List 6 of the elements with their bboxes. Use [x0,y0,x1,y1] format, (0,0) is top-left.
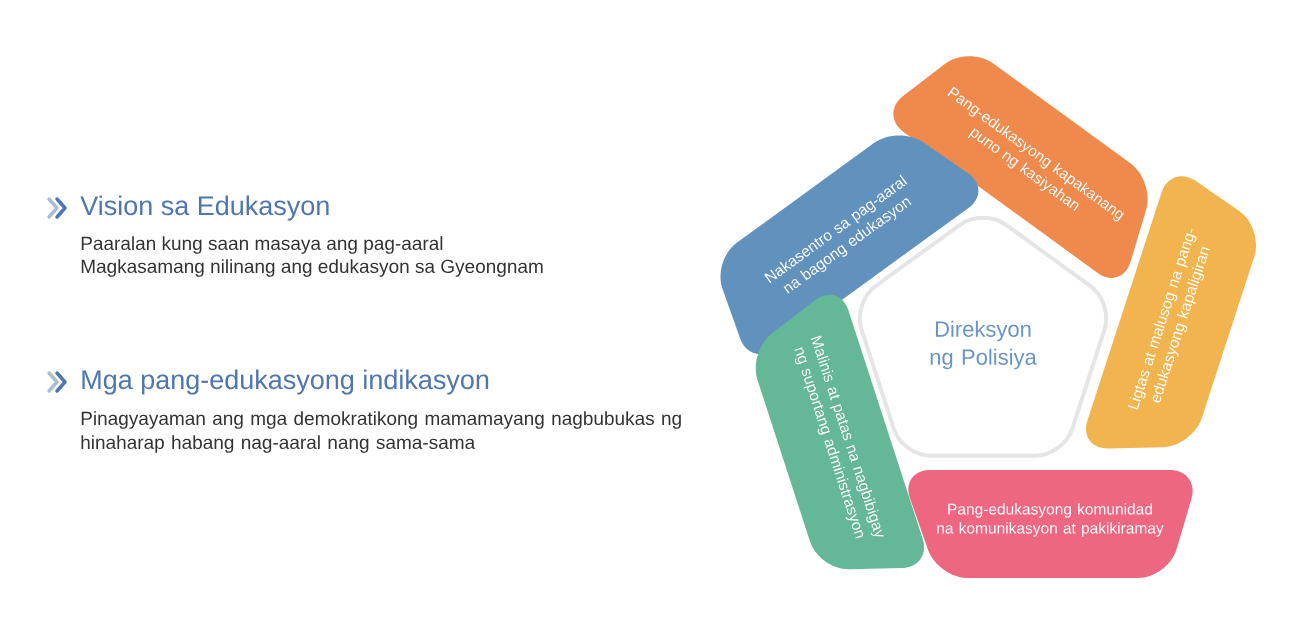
body-text: Pinagyayaman ang mga demokratikong mamamayang nagbubukas ng hinaharap habang nag-aaral nang sama-sama [81,411,681,453]
segment-band: Pang-edukasyong komunidad na komunikasyon at pakikiramay [908,470,1193,578]
section-heading: Vision sa Edukasyon [80,195,329,221]
body-text: Paaralan kung saan masaya ang pag-aaral [81,236,443,254]
section-heading: Mga pang-edukasyong indikasyon [82,369,489,395]
body-text: Magkasamang nilinang ang edukasyon sa Gyeongnam [81,259,543,277]
